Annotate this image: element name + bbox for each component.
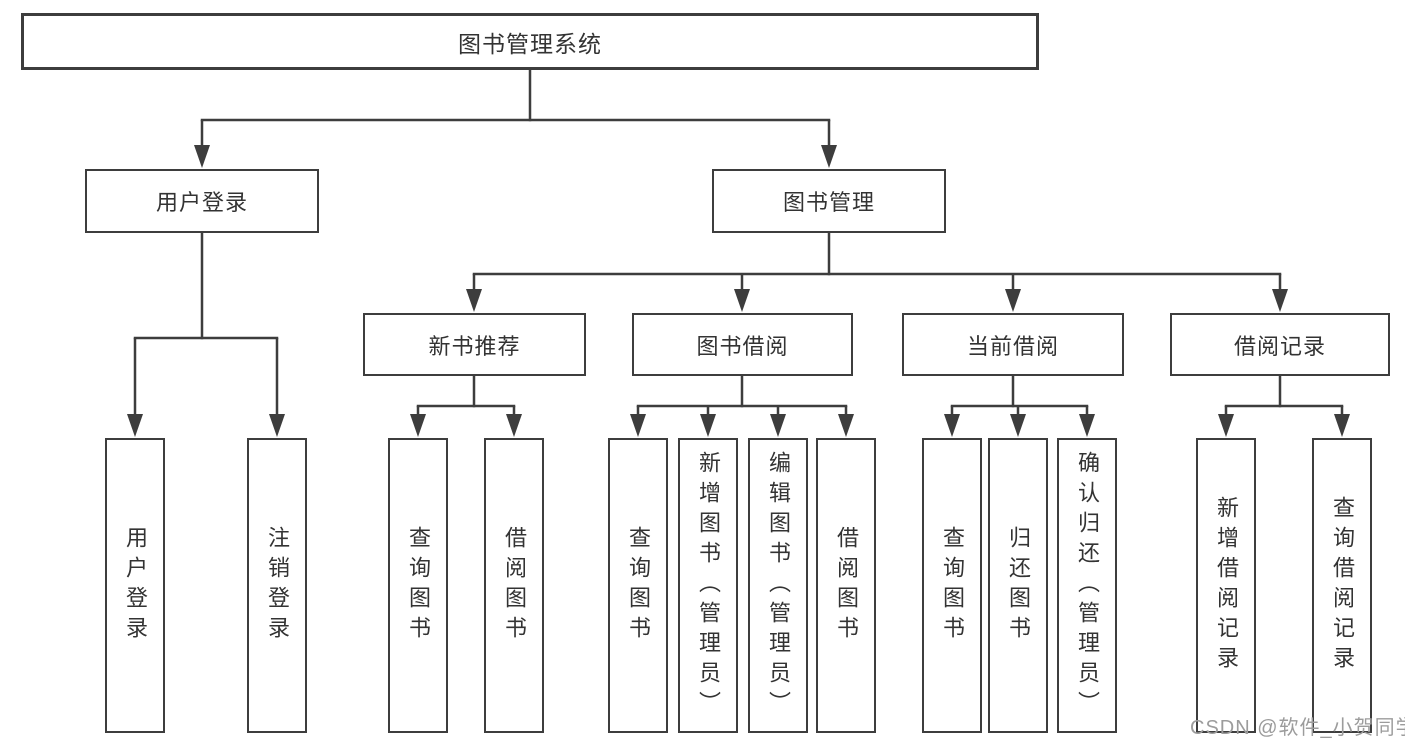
node-borrowing-records: 借阅记录 — [1170, 313, 1390, 376]
node-label: 图书借阅 — [696, 333, 789, 359]
node-current-borrowing: 当前借阅 — [902, 313, 1124, 376]
node-label: 当前借阅 — [966, 333, 1059, 359]
node-book-management: 图书管理 — [712, 169, 946, 233]
leaf-user-login: 用户登录 — [105, 438, 165, 733]
node-label: 确认归还（管理员） — [1075, 450, 1100, 721]
node-label: 新增图书（管理员） — [696, 450, 721, 721]
leaf-query-books-borrowing: 查询图书 — [608, 438, 668, 733]
watermark: CSDN @软件_小贺同学 — [1190, 717, 1405, 739]
leaf-borrow-books-borrowing: 借阅图书 — [816, 438, 876, 733]
node-label: 查询借阅记录 — [1330, 495, 1355, 676]
node-label: 借阅图书 — [834, 525, 859, 646]
node-label: 用户登录 — [155, 190, 248, 215]
node-label: 用户登录 — [123, 525, 148, 646]
node-new-book-recommendation: 新书推荐 — [363, 313, 586, 376]
node-label: 图书管理系统 — [458, 30, 602, 57]
leaf-logout: 注销登录 — [247, 438, 307, 733]
leaf-query-borrow-record: 查询借阅记录 — [1312, 438, 1372, 733]
leaf-add-borrow-record: 新增借阅记录 — [1196, 438, 1256, 733]
node-label: 注销登录 — [265, 525, 290, 646]
node-label: 图书管理 — [782, 190, 875, 215]
leaf-add-books-admin: 新增图书（管理员） — [678, 438, 738, 733]
node-label: 查询图书 — [406, 525, 431, 646]
leaf-edit-books-admin: 编辑图书（管理员） — [748, 438, 808, 733]
node-label: 查询图书 — [626, 525, 651, 646]
leaf-return-books: 归还图书 — [988, 438, 1048, 733]
node-label: 新书推荐 — [428, 333, 521, 359]
node-label: 归还图书 — [1006, 525, 1031, 646]
leaf-confirm-return-admin: 确认归还（管理员） — [1057, 438, 1117, 733]
node-label: 编辑图书（管理员） — [766, 450, 791, 721]
node-label: 借阅记录 — [1233, 333, 1326, 359]
node-root: 图书管理系统 — [21, 13, 1039, 70]
leaf-query-books-current: 查询图书 — [922, 438, 982, 733]
leaf-borrow-books-recommend: 借阅图书 — [484, 438, 544, 733]
node-label: 新增借阅记录 — [1214, 495, 1239, 676]
leaf-query-books-recommend: 查询图书 — [388, 438, 448, 733]
node-user-login: 用户登录 — [85, 169, 319, 233]
node-label: 查询图书 — [940, 525, 965, 646]
node-book-borrowing: 图书借阅 — [632, 313, 853, 376]
node-label: 借阅图书 — [502, 525, 527, 646]
